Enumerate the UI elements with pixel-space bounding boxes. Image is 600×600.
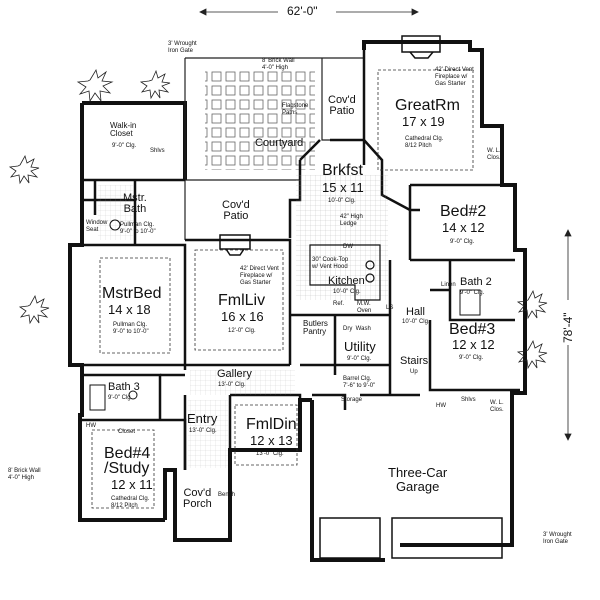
stairs-label: Stairs: [400, 355, 429, 367]
bath2-label: Bath 2: [460, 276, 492, 288]
covd-patio-mid-label: Cov'd Patio: [222, 199, 250, 222]
fmlliv-label: FmlLiv: [218, 292, 266, 309]
walkin-closet-label: Walk-in Closet: [110, 121, 137, 138]
mstrbed-ceiling: Pullman Clg. 9'-0" to 10'-0": [113, 322, 149, 335]
brkfst-tile: [296, 175, 388, 300]
width-dimension-line: [199, 8, 419, 16]
mstrbed-label: MstrBed: [102, 285, 162, 302]
width-dimension: 62'-0": [287, 4, 318, 18]
fmldin-label: FmlDin: [246, 416, 297, 433]
kitchen-ceiling: 10'-0" Clg.: [333, 289, 361, 295]
fireplace-greatrm-note: 42' Direct Vent Fireplace w/ Gas Starter: [435, 67, 474, 87]
fmldin-ceiling: 13'-0" Clg.: [256, 451, 284, 457]
fmlliv-size: 16 x 16: [221, 309, 264, 324]
bed3-label: Bed#3: [449, 321, 496, 338]
gallery-label: Gallery: [217, 368, 252, 380]
fmldin-size: 12 x 13: [250, 433, 293, 448]
greatrm-ceiling: Cathedral Clg. 8/12 Pitch: [405, 136, 444, 149]
hall-label: Hall: [406, 306, 425, 318]
garage-doors: [319, 517, 503, 559]
bath3-ceiling: 9'-0" Clg.: [108, 395, 133, 401]
linen-label: Linen: [441, 282, 456, 288]
bed2-label: Bed#2: [440, 203, 487, 220]
barrel-ceiling-note: Barrel Clg. 7'-6" to 9'-0": [343, 376, 376, 389]
courtyard-outline: [184, 57, 364, 240]
wl-clos-label: W. L. Clos.: [487, 148, 501, 161]
entry-tile: [188, 400, 228, 468]
kitchen-label: Kitchen: [328, 275, 365, 287]
hall-ceiling: 10'-0" Clg.: [402, 319, 430, 325]
ceiling-outlines: [91, 69, 474, 509]
iron-gate-top-note: 3' Wrought Iron Gate: [168, 41, 197, 54]
bed4-ceiling: Cathedral Clg. 8/12 Pitch: [111, 496, 150, 509]
covd-porch-label: Cov'd Porch: [183, 487, 212, 510]
fireplace-fmlliv-note: 42' Direct Vent Fireplace w/ Gas Starter: [240, 266, 279, 286]
garage-label: Three-Car Garage: [388, 465, 448, 494]
bed4-label: Bed#4 /Study: [104, 445, 151, 477]
cooktop-note: 30" Cook-Top w/ Vent Hood: [312, 257, 349, 270]
bench-label: Bench: [218, 492, 236, 498]
dw-label: DW: [343, 244, 353, 250]
utility-label: Utility: [344, 339, 376, 354]
depth-dimension-line: [564, 229, 572, 441]
utility-ceiling: 9'-0" Clg.: [347, 356, 372, 362]
bed3-size: 12 x 12: [452, 337, 495, 352]
gallery-ceiling: 13'-0" Clg.: [218, 382, 246, 388]
refr-label: Ref.: [333, 301, 345, 307]
shelves-label-bed3: Shlvs: [461, 397, 476, 403]
courtyard-label: Courtyard: [255, 137, 304, 149]
bath3-label: Bath 3: [108, 381, 140, 393]
iron-gate-bottom-note: 3' Wrought Iron Gate: [543, 532, 572, 545]
dryer-wash-label: Dry Wash: [343, 326, 371, 332]
brkfst-size: 15 x 11: [322, 180, 364, 195]
ls-label: LS: [386, 305, 394, 311]
flagstone-note: Flagstone Paths: [282, 103, 309, 116]
bed2-size: 14 x 12: [442, 220, 485, 235]
storage-label: Storage: [341, 397, 363, 403]
brick-wall-top-note: 8' Brick Wall 4'-0" High: [262, 58, 295, 71]
shelves-label-master: Shlvs: [150, 148, 165, 154]
bed3-ceiling: 9'-0" Clg.: [459, 355, 484, 361]
courtyard-flagstones: [205, 70, 315, 170]
brkfst-label: Brkfst: [322, 162, 363, 179]
bed4-size: 12 x 11: [111, 477, 153, 492]
bath-fixtures: [89, 219, 481, 411]
hw-label: HW: [436, 403, 446, 409]
depth-dimension: 78'-4": [561, 312, 575, 343]
closet-label: Closet: [118, 429, 136, 435]
greatrm-label: GreatRm: [395, 97, 460, 114]
high-ledge-note: 42" High Ledge: [340, 214, 363, 227]
mstr-bath-label: Mstr. Bath: [123, 192, 147, 215]
mstrbed-size: 14 x 18: [108, 302, 151, 317]
mstr-bath-ceiling: Pullman Clg. 9'-0" to 10'-0": [120, 222, 156, 235]
entry-label: Entry: [187, 411, 218, 426]
window-seat-label: Window Seat: [86, 220, 108, 233]
covd-patio-top-label: Cov'd Patio: [328, 94, 356, 117]
kitchen-island: [309, 244, 381, 301]
gallery-tile: [190, 370, 295, 395]
greatrm-size: 17 x 19: [402, 114, 445, 129]
fireplace-family-living: [219, 234, 251, 256]
bed2-ceiling: 9'-0" Clg.: [450, 239, 475, 245]
landscape-shrubs: [8, 68, 548, 370]
master-bath-tile: [98, 185, 133, 240]
entry-ceiling: 13'-0" Clg.: [189, 428, 217, 434]
bath2-ceiling: 9'-0" Clg.: [460, 290, 485, 296]
butlers-pantry-label: Butlers Pantry: [303, 319, 328, 336]
fmlliv-ceiling: 12'-0" Clg.: [228, 328, 256, 334]
mw-oven-label: M.W. Oven: [357, 301, 372, 314]
hw-label-2: HW: [86, 423, 96, 429]
wl-clos-bed3-label: W. L. Clos.: [490, 400, 504, 413]
walkin-ceiling: 9'-0" Clg.: [112, 143, 137, 149]
brick-wall-left-note: 8' Brick Wall 4'-0" High: [8, 468, 41, 481]
stairs-up: Up: [410, 369, 418, 375]
fireplace-great-room: [401, 35, 441, 59]
brkfst-ceiling: 10'-0" Clg.: [328, 198, 356, 204]
